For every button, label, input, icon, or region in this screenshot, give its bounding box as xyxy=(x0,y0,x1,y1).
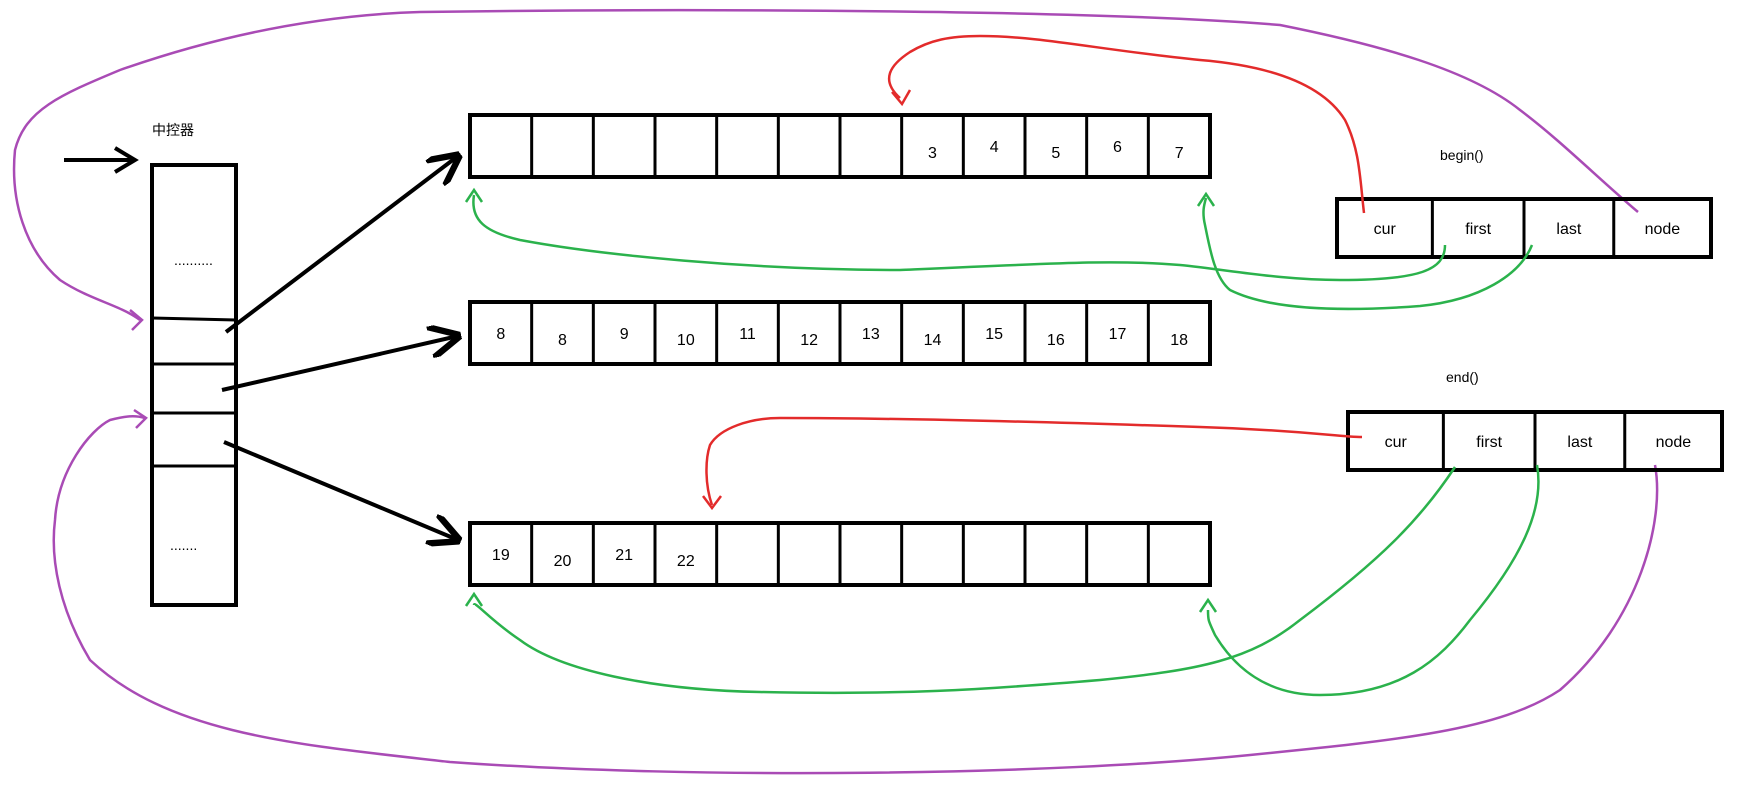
end-first-arrowhead xyxy=(464,591,484,607)
begin-iterator-field-cur: cur xyxy=(1374,221,1397,238)
map-dots-top: .......... xyxy=(174,252,213,268)
buffer-cell-value: 4 xyxy=(990,139,999,156)
map-dots-bottom: ....... xyxy=(170,537,197,553)
begin-last-arrow xyxy=(1202,197,1534,311)
begin-node-link xyxy=(12,8,1639,322)
end-node-link-arrowhead xyxy=(133,408,148,429)
end-last-arrowhead xyxy=(1198,597,1218,613)
end-iterator-field-cur: cur xyxy=(1385,434,1408,451)
buffer-cell-value: 9 xyxy=(620,326,629,343)
buffers: 3 4 5 6 7 8 8 9 10 11 12 13 14 15 16 17 18 19 20 21 22 xyxy=(468,113,1212,587)
buffer-cell-value: 3 xyxy=(928,145,937,162)
begin-cur-arrow xyxy=(888,34,1366,214)
iterators: begin() cur first last node end() cur first last… xyxy=(1335,147,1724,472)
buffer-cell-value: 16 xyxy=(1047,332,1065,349)
buffer-cell-value: 13 xyxy=(862,326,880,343)
end-iterator: end() cur first last node xyxy=(1346,369,1724,472)
buffer-cell-value: 11 xyxy=(739,326,756,343)
buffer-3: 19 20 21 22 xyxy=(468,521,1212,587)
buffer-cell-value: 12 xyxy=(800,332,818,349)
buffer-cell-value: 5 xyxy=(1051,145,1060,162)
buffer-cell-value: 8 xyxy=(496,326,505,343)
begin-iterator-field-node: node xyxy=(1645,221,1681,238)
end-iterator-title: end() xyxy=(1446,369,1479,385)
buffer-cell-value: 21 xyxy=(615,547,633,564)
begin-iterator-field-first: first xyxy=(1465,221,1491,238)
buffer-cell-value: 15 xyxy=(985,326,1003,343)
begin-iterator-title: begin() xyxy=(1440,147,1484,163)
begin-iterator-field-last: last xyxy=(1556,221,1581,238)
begin-cur-arrowhead xyxy=(891,89,912,107)
end-first-arrow xyxy=(472,466,1457,695)
map-to-buffer-1-arrow xyxy=(224,156,458,334)
begin-iterator: begin() cur first last node xyxy=(1335,147,1713,259)
end-iterator-field-node: node xyxy=(1656,434,1692,451)
map-pointer-arrowhead xyxy=(113,146,139,174)
buffer-cell-value: 8 xyxy=(558,332,567,349)
begin-first-arrowhead xyxy=(464,187,484,203)
map-to-buffer-2-arrow xyxy=(221,336,458,392)
begin-node-link-arrowhead xyxy=(129,309,144,331)
buffer-1: 3 4 5 6 7 xyxy=(468,113,1212,179)
end-iterator-field-first: first xyxy=(1476,434,1502,451)
buffer-cell-value: 17 xyxy=(1109,326,1127,343)
begin-first-arrow xyxy=(472,194,1447,282)
map-to-buffer-3-arrow xyxy=(223,440,458,540)
map-slot-divider xyxy=(151,316,237,322)
buffer-cell-value: 14 xyxy=(924,332,942,349)
end-cur-arrow xyxy=(705,416,1363,506)
end-cur-arrowhead xyxy=(702,495,722,511)
buffer-cell-value: 7 xyxy=(1175,145,1184,162)
buffer-cell-value: 20 xyxy=(554,553,572,570)
buffer-cell-value: 18 xyxy=(1170,332,1188,349)
buffer-cell-value: 22 xyxy=(677,553,695,570)
end-node-link xyxy=(52,415,1659,775)
buffer-2: 8 8 9 10 11 12 13 14 15 16 17 18 xyxy=(468,300,1212,366)
buffer-cell-value: 6 xyxy=(1113,139,1122,156)
begin-last-arrowhead xyxy=(1196,191,1216,207)
end-iterator-field-last: last xyxy=(1567,434,1592,451)
end-last-arrow xyxy=(1206,464,1540,697)
buffer-cell-value: 19 xyxy=(492,547,510,564)
buffer-cell-value: 10 xyxy=(677,332,695,349)
map-label: 中控器 xyxy=(152,122,194,138)
